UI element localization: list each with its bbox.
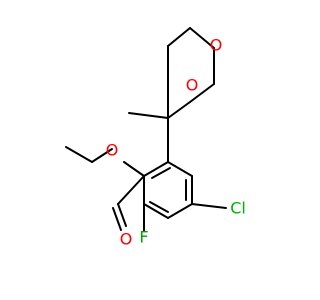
bond-ring-1 [143, 161, 169, 177]
bond-methyl [128, 112, 169, 119]
bond-cl [191, 203, 227, 209]
bond-ring-inner-1 [151, 167, 171, 179]
bond-dioxolane-6 [167, 27, 191, 47]
bond-dioxolane-2 [167, 101, 191, 119]
bond-ethoxy-3 [65, 146, 93, 163]
bond-dioxolane-3 [189, 83, 215, 103]
atom-label-oxygen-aldehyde: O [120, 230, 133, 249]
bond-ring-4 [167, 203, 193, 219]
molecule-structure: O O O Cl F O [65, 27, 246, 249]
bond-ethoxy-2 [91, 148, 113, 163]
bond-dioxolane-5 [189, 27, 215, 49]
atom-label-oxygen-ring-top: O [186, 76, 199, 95]
bond-ring-3 [143, 203, 169, 219]
bond-ethoxy-1 [123, 161, 145, 177]
atom-label-oxygen-ring-right: O [210, 36, 223, 55]
bond-ring-inner-2 [149, 201, 169, 213]
atom-label-oxygen-ethoxy: O [106, 141, 119, 160]
molecule-diagram-canvas: O O O Cl F O [65, 27, 246, 249]
bond-aldehyde-3 [112, 207, 122, 231]
bond-ring-6 [167, 161, 193, 177]
atom-label-fluorine: F [139, 228, 148, 247]
atom-label-chlorine: Cl [230, 199, 246, 218]
bond-aldehyde-2 [117, 203, 127, 227]
bond-layer [65, 27, 227, 232]
bond-aldehyde-1 [117, 175, 145, 205]
